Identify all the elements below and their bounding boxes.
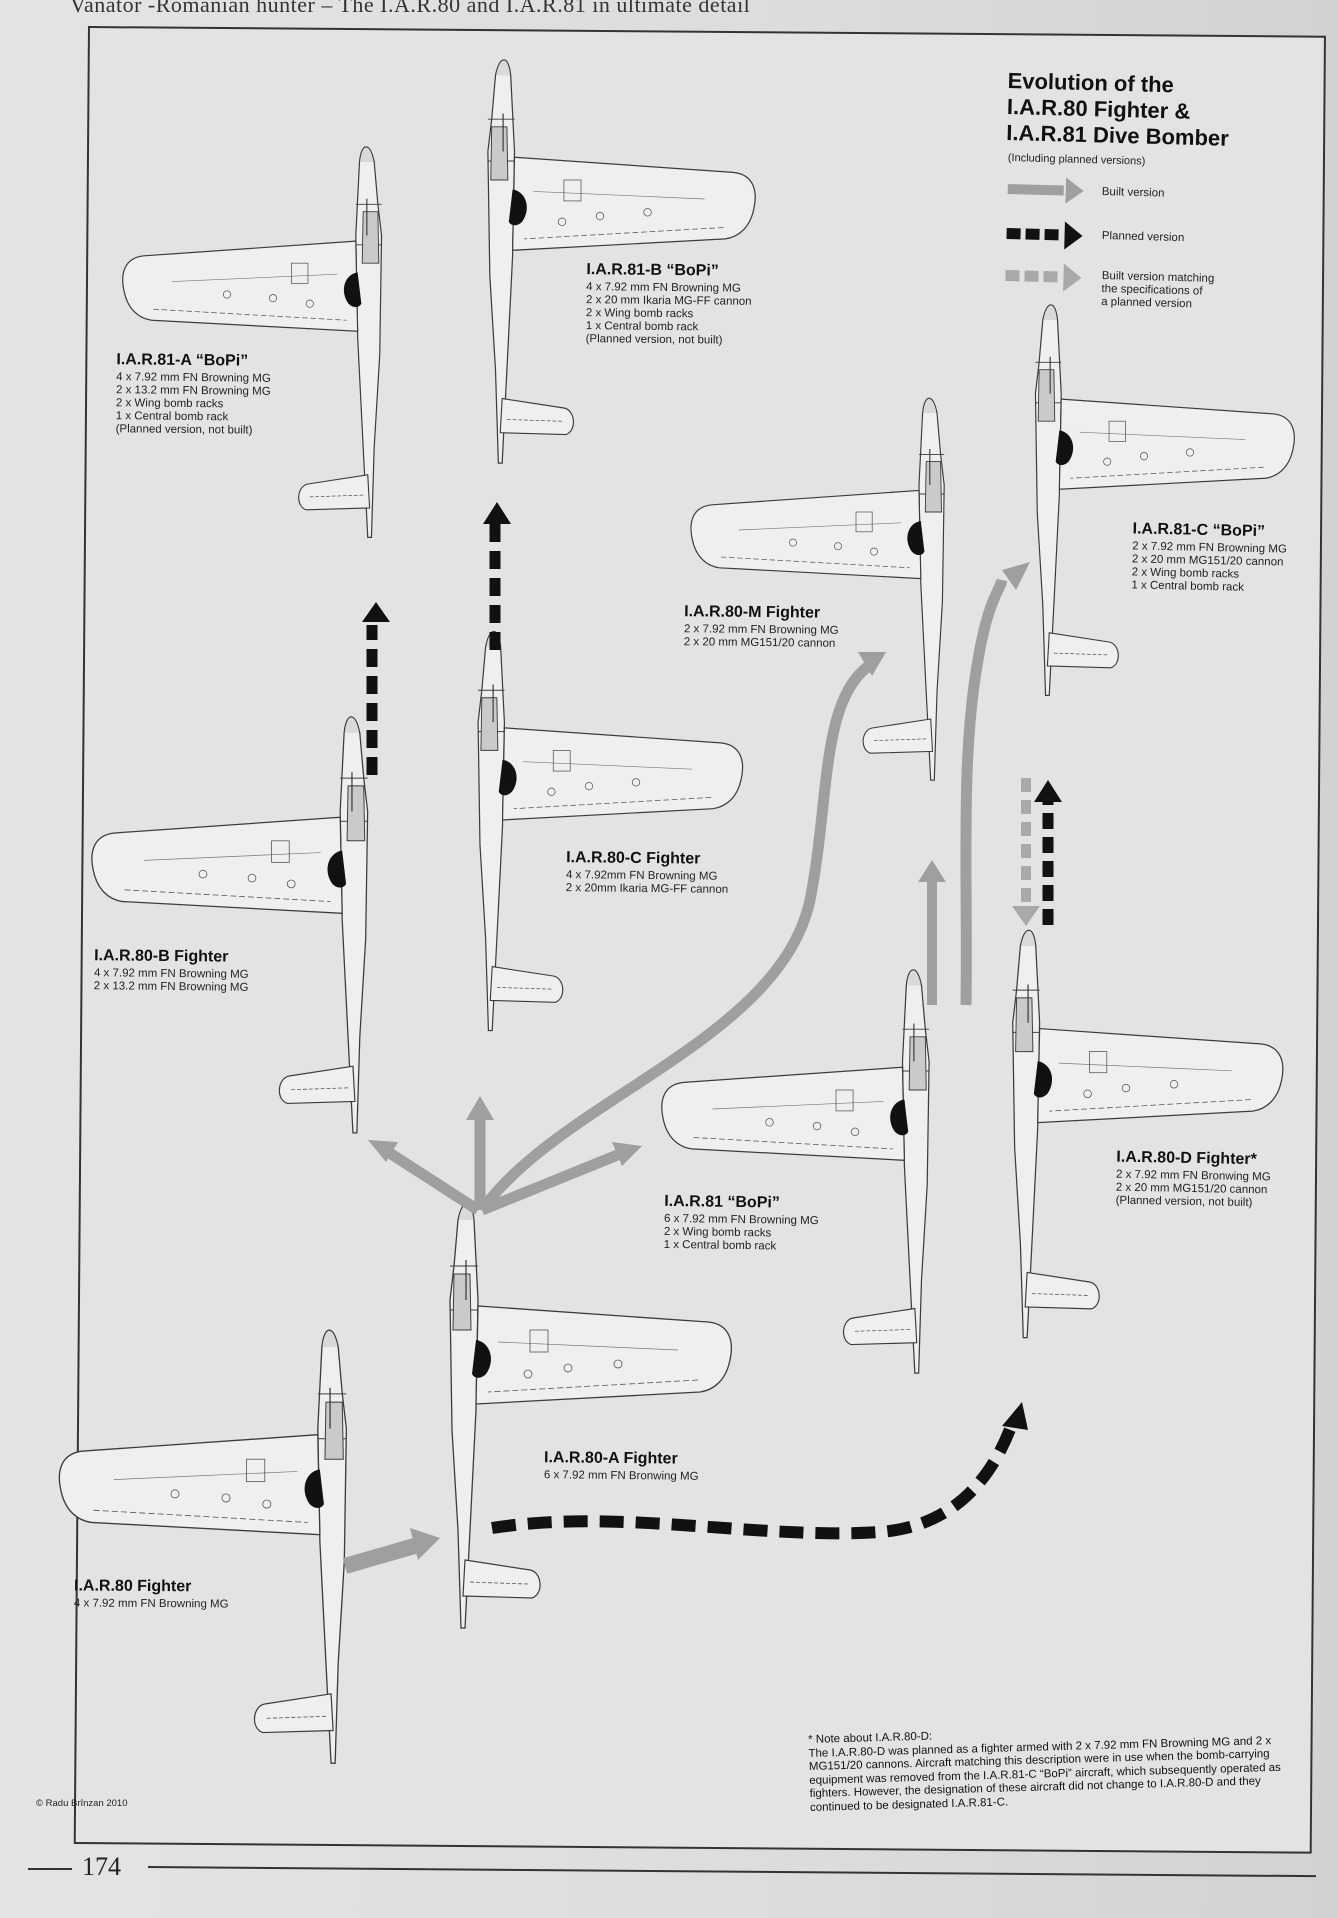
aircraft-name: I.A.R.80-D Fighter* <box>1116 1148 1257 1169</box>
running-header: Vanator -Romanian hunter – The I.A.R.80 … <box>70 0 751 17</box>
legend-symbol-planned <box>1006 221 1083 250</box>
label-iar80a: I.A.R.80-A Fighter 6 x 7.92 mm FN Bronwi… <box>544 1449 699 1484</box>
legend-symbols <box>1005 177 1084 292</box>
label-iar80d: I.A.R.80-D Fighter* 2 x 7.92 mm FN Bronw… <box>1115 1149 1271 1211</box>
aircraft-name: I.A.R.81 “BoPi” <box>664 1192 780 1212</box>
footnote-text: The I.A.R.80-D was planned as a fighter … <box>808 1734 1282 1814</box>
label-iar81: I.A.R.81 “BoPi” 6 x 7.92 mm FN Browning … <box>664 1193 819 1254</box>
label-iar81a: I.A.R.81-A “BoPi” 4 x 7.92 mm FN Brownin… <box>116 351 272 438</box>
aircraft-drawing-iar80c <box>478 631 742 1030</box>
label-iar80c: I.A.R.80-C Fighter 4 x 7.92mm FN Brownin… <box>566 849 729 897</box>
aircraft-name: I.A.R.80-A Fighter <box>543 1449 678 1468</box>
label-iar81c: I.A.R.81-C “BoPi” 2 x 7.92 mm FN Brownin… <box>1131 520 1287 595</box>
legend-label-matching: Built version matching the specification… <box>1101 270 1214 312</box>
aircraft-name: I.A.R.80-B Fighter <box>94 947 229 966</box>
label-iar80: I.A.R.80 Fighter 4 x 7.92 mm FN Browning… <box>74 1577 229 1611</box>
aircraft-name: I.A.R.81-A “BoPi” <box>116 351 249 370</box>
legend-title: Evolution of the I.A.R.80 Fighter & I.A.… <box>1006 68 1230 152</box>
aircraft-drawing-iar81a <box>122 146 383 538</box>
aircraft-spec: 2 x 13.2 mm FN Browning MG <box>93 980 249 994</box>
matching-arrow <box>1012 778 1040 926</box>
label-iar80m: I.A.R.80-M Fighter 2 x 7.92 mm FN Browni… <box>684 603 839 651</box>
aircraft-drawing-iar80m <box>690 397 945 781</box>
aircraft-name: I.A.R.81-B “BoPi” <box>586 261 719 280</box>
aircraft-spec: 2 x 20 mm MG151/20 cannon <box>683 636 836 650</box>
aircraft-spec: 6 x 7.92 mm FN Bronwing MG <box>543 1469 699 1483</box>
copyright: © Radu Brînzan 2010 <box>36 1798 128 1809</box>
aircraft-name: I.A.R.80-C Fighter <box>566 849 701 868</box>
page-number: 174 <box>82 1852 121 1881</box>
built-arrows <box>342 562 1030 1574</box>
legend-symbol-matching <box>1005 263 1082 292</box>
aircraft-spec: 4 x 7.92 mm FN Browning MG <box>73 1597 229 1611</box>
aircraft-name: I.A.R.80 Fighter <box>73 1577 192 1596</box>
aircraft-spec: (Planned version, not built) <box>1115 1194 1253 1210</box>
aircraft-drawing-iar80 <box>58 1329 348 1764</box>
label-iar80b: I.A.R.80-B Fighter 4 x 7.92 mm FN Browni… <box>94 947 249 995</box>
aircraft-drawing-iar81c <box>1035 305 1294 696</box>
legend-label-built: Built version <box>1101 186 1165 200</box>
legend-label-planned: Planned version <box>1101 230 1185 245</box>
aircraft-drawing-iar81 <box>661 969 930 1374</box>
footer-rule-left <box>28 1868 72 1870</box>
aircraft-name: I.A.R.81-C “BoPi” <box>1132 520 1266 541</box>
aircraft-drawing-iar80b <box>91 716 369 1134</box>
footnote-iar80d: * Note about I.A.R.80-D: The I.A.R.80-D … <box>808 1720 1300 1815</box>
aircraft-name: I.A.R.80-M Fighter <box>684 603 821 622</box>
aircraft-drawing-iar80d <box>1013 930 1283 1338</box>
aircraft-spec: (Planned version, not built) <box>585 333 723 347</box>
planned-arrows <box>362 502 1062 1540</box>
aircraft-spec: 1 x Central bomb rack <box>663 1238 777 1253</box>
aircraft-spec: 2 x 20mm Ikaria MG-FF cannon <box>565 882 729 896</box>
aircraft-spec: (Planned version, not built) <box>115 423 253 437</box>
aircraft-drawing-iar80a <box>450 1204 731 1629</box>
legend-symbol-built <box>1007 177 1084 204</box>
label-iar81b: I.A.R.81-B “BoPi” 4 x 7.92 mm FN Brownin… <box>586 261 752 348</box>
